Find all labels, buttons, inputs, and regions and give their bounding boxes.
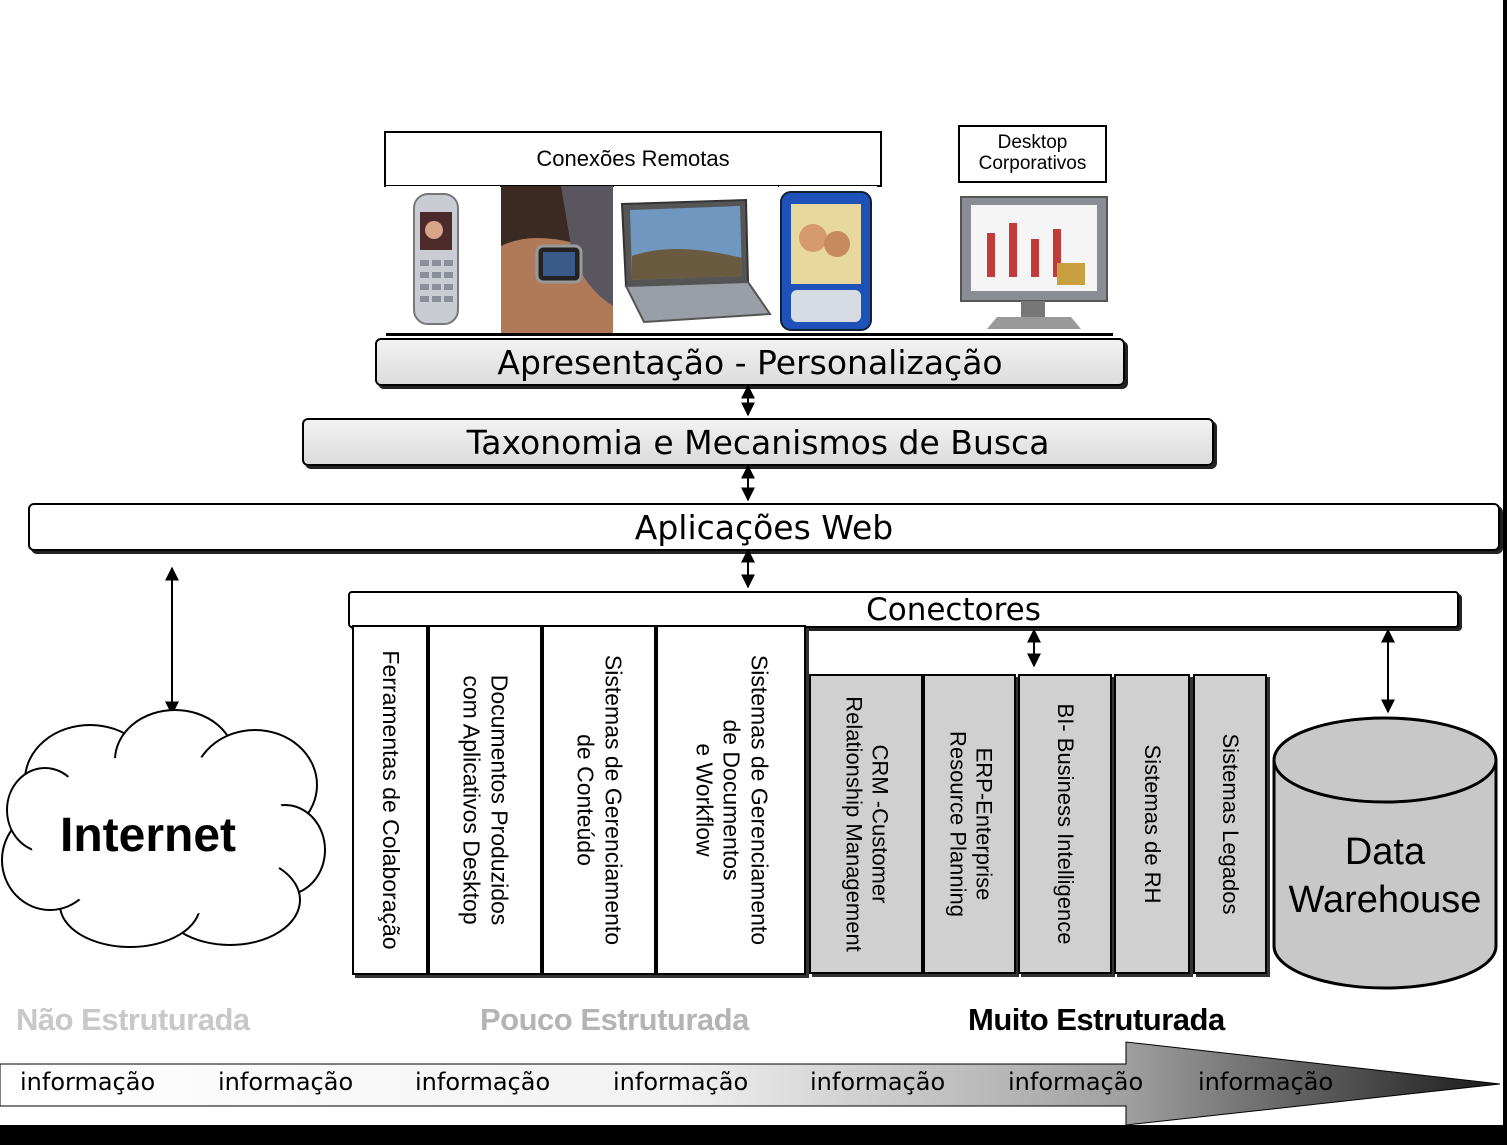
info-label: informação — [415, 1068, 551, 1096]
source-label: Ferramentas de Colaboração — [377, 650, 404, 950]
source-collaboration-tools: Ferramentas de Colaboração — [352, 625, 428, 975]
source-label: Sistemas Legados — [1218, 733, 1244, 915]
source-label: BI- Business Intelligence — [1053, 703, 1079, 945]
info-label: informação — [810, 1068, 946, 1096]
category-semi-structured: Pouco Estruturada — [480, 1002, 749, 1037]
source-legacy: Sistemas Legados — [1193, 674, 1267, 974]
connectors-layer-label: Conectores — [866, 591, 1041, 628]
source-label: CRM -Customer Relationship Management — [841, 696, 893, 952]
internet-label: Internet — [60, 809, 237, 862]
web-apps-layer-label: Aplicações Web — [634, 507, 894, 547]
internet-cloud-icon — [1, 709, 326, 948]
source-bi: BI- Business Intelligence — [1018, 674, 1112, 974]
desktop-corporate-label: Desktop Corporativos — [958, 125, 1107, 183]
category-unstructured: Não Estruturada — [16, 1002, 250, 1037]
source-label: Documentos Produzidos com Aplicativos De… — [459, 674, 513, 926]
source-erp: ERP-Enterprise Resource Planning — [923, 674, 1016, 974]
source-hr: Sistemas de RH — [1114, 674, 1190, 974]
taxonomy-layer-label: Taxonomia e Mecanismos de Busca — [466, 422, 1050, 462]
source-label: ERP-Enterprise Resource Planning — [944, 731, 996, 917]
info-label: informação — [1198, 1068, 1334, 1096]
connectors-layer: Conectores — [348, 591, 1459, 628]
data-warehouse-line2: Warehouse — [1288, 879, 1482, 921]
source-label: Sistemas de RH — [1140, 744, 1166, 904]
source-document-workflow: Sistemas de Gerenciamento de Documentos … — [656, 625, 806, 975]
architecture-diagram: Conexões Remotas Desktop Corporativos — [0, 0, 1503, 1125]
information-gradient-arrow — [0, 1041, 1501, 1125]
source-crm: CRM -Customer Relationship Management — [809, 674, 923, 974]
category-structured: Muito Estruturada — [968, 1002, 1225, 1037]
laptop-icon — [614, 186, 778, 334]
source-label: Sistemas de Gerenciamento de Documentos … — [691, 654, 773, 946]
data-warehouse-line1: Data — [1344, 831, 1426, 873]
connector-arrows — [165, 384, 1395, 716]
info-label: informação — [1008, 1068, 1144, 1096]
source-label: Sistemas de Gerenciamento de Conteúdo — [573, 654, 627, 946]
info-label: informação — [613, 1068, 749, 1096]
data-warehouse-label: Data Warehouse — [1274, 828, 1496, 924]
web-apps-layer: Aplicações Web — [28, 503, 1500, 551]
data-warehouse-cylinder-icon — [1272, 716, 1498, 990]
source-content-management: Sistemas de Gerenciamento de Conteúdo — [542, 625, 656, 975]
mobile-phone-icon — [386, 186, 500, 334]
smartwatch-icon — [501, 186, 613, 334]
info-label: informação — [20, 1068, 156, 1096]
desktop-monitor-icon — [957, 193, 1113, 333]
source-desktop-documents: Documentos Produzidos com Aplicativos De… — [428, 625, 542, 975]
pda-icon — [779, 186, 877, 334]
taxonomy-layer: Taxonomia e Mecanismos de Busca — [302, 418, 1214, 466]
remote-connections-label: Conexões Remotas — [384, 131, 882, 187]
presentation-layer-label: Apresentação - Personalização — [497, 342, 1003, 382]
info-label: informação — [218, 1068, 354, 1096]
device-strip-base — [386, 333, 1113, 336]
